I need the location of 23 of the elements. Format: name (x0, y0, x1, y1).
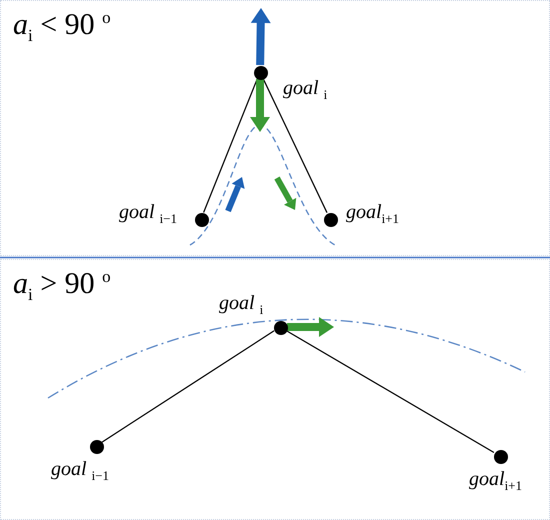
point-label: goal $_{i}$ (283, 77, 328, 102)
point-label: goal $_{i−1}$ (119, 201, 178, 226)
point-label: goal $_{i−1}$ (51, 458, 110, 484)
panel-heading: a$_{i}$ < 90 $^{o}$ (13, 7, 111, 46)
point-label: goal$_{i+1}$ (346, 201, 400, 226)
arrow (287, 317, 334, 337)
connector-line (102, 330, 274, 443)
point-label: goal$_{i+1}$ (469, 468, 522, 494)
arrow (250, 8, 271, 66)
point-dot (494, 450, 508, 464)
point-dot (324, 213, 338, 227)
connector-line (203, 78, 258, 213)
point-label: goal $_{i}$ (219, 292, 264, 318)
arrow (250, 79, 270, 132)
panel-heading: a$_{i}$ > 90 $^{o}$ (13, 266, 111, 306)
panel-frame (0, 0, 550, 256)
panel-frame (0, 259, 550, 520)
connector-line (286, 330, 494, 453)
point-dot (195, 213, 209, 227)
point-dot (274, 321, 288, 335)
point-dot (90, 440, 104, 454)
point-dot (254, 66, 268, 80)
connector-line (262, 78, 328, 213)
